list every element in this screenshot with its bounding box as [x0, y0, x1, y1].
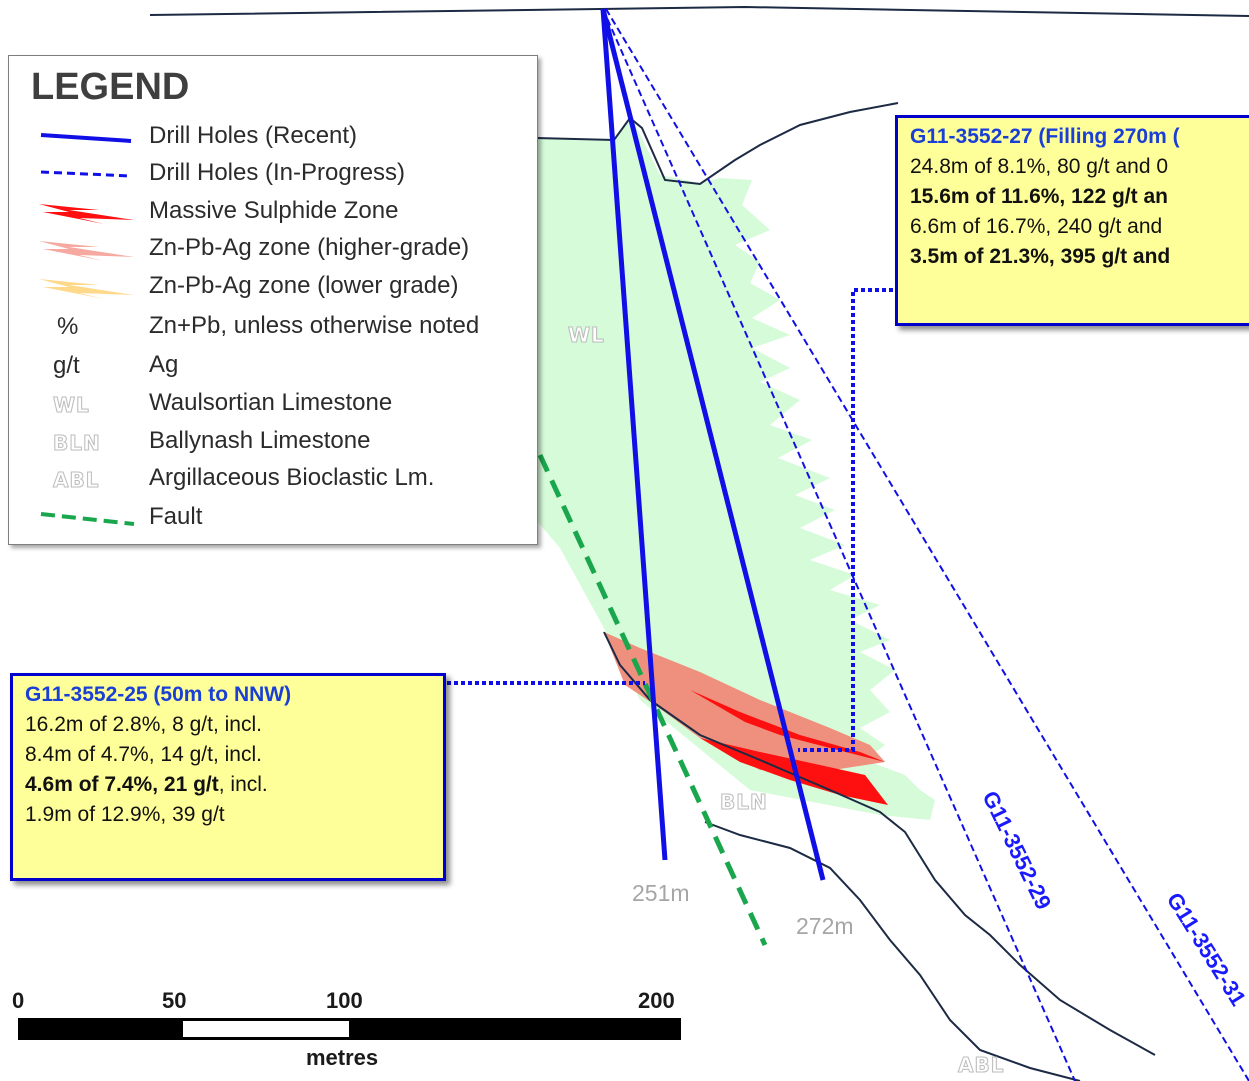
legend-item-abl: ABL Argillaceous Bioclastic Lm.: [9, 461, 537, 498]
legend-item-fault: Fault: [9, 500, 537, 537]
dashed-line-icon: [40, 170, 132, 178]
legend-title: LEGEND: [31, 66, 190, 108]
callout-text: , incl.: [218, 773, 268, 796]
drill-hole-29: [602, 8, 1076, 1081]
legend-label: Ag: [149, 351, 179, 378]
legend-label: Fault: [149, 503, 203, 530]
scale-tick-50: 50: [162, 988, 187, 1013]
drill-hole-272m: [600, 8, 826, 881]
legend-item-gt: g/t Ag: [9, 348, 537, 385]
scale-unit-label: metres: [306, 1045, 379, 1070]
callout-line: 4.6m of 7.4%, 21 g/t, incl.: [25, 770, 433, 800]
legend-label: Zn-Pb-Ag zone (lower grade): [149, 272, 459, 299]
legend-item-lower-grade: Zn-Pb-Ag zone (lower grade): [9, 269, 537, 306]
bln-lower-contact: [704, 821, 1081, 1081]
drill-hole-251m: [600, 8, 668, 861]
legend-abbrev: %: [57, 313, 79, 340]
scale-tick-0: 0: [12, 988, 25, 1013]
wl-label: WL: [568, 323, 605, 348]
scale-tick-100: 100: [326, 988, 363, 1013]
scale-tick-200: 200: [638, 988, 675, 1013]
callout-g11-3552-27: G11-3552-27 (Filling 270m ( 24.8m of 8.1…: [895, 115, 1249, 326]
legend-label: Zn+Pb, unless otherwise noted: [149, 312, 480, 339]
callout-line: 15.6m of 11.6%, 122 g/t an: [910, 185, 1168, 208]
callout-line: 8.4m of 4.7%, 14 g/t, incl.: [25, 743, 262, 766]
legend-abbrev: ABL: [53, 468, 100, 493]
bln-label: BLN: [720, 790, 768, 815]
legend-abbrev: g/t: [53, 352, 80, 379]
massive-sulphide-zone: [690, 690, 885, 762]
wl-upper-contact: [535, 102, 899, 186]
green-dashed-line-icon: [40, 512, 135, 526]
callout-line: 3.5m of 21.3%, 395 g/t and: [910, 245, 1171, 268]
legend-item-inprogress-holes: Drill Holes (In-Progress): [9, 156, 537, 193]
legend-label: Ballynash Limestone: [149, 427, 371, 454]
callout-27-leader: [798, 288, 893, 752]
legend-panel: LEGEND Drill Holes (Recent) Drill Holes …: [8, 55, 538, 545]
legend-label: Waulsortian Limestone: [149, 389, 393, 416]
callout-title: G11-3552-25 (50m to NNW): [25, 683, 292, 706]
abl-label: ABL: [957, 1053, 1005, 1078]
callout-line: 1.9m of 12.9%, 39 g/t: [25, 803, 225, 826]
legend-label: Massive Sulphide Zone: [149, 197, 399, 224]
legend-label: Drill Holes (Recent): [149, 122, 358, 149]
bln-upper-contact: [603, 631, 1156, 1056]
callout-bold-text: 4.6m of 7.4%, 21 g/t: [25, 773, 219, 796]
legend-abbrev: WL: [53, 393, 90, 418]
legend-item-percent: % Zn+Pb, unless otherwise noted: [9, 309, 537, 346]
orange-lens-icon: [39, 279, 134, 299]
wl-zone: [536, 118, 935, 820]
callout-line: 16.2m of 2.8%, 8 g/t, incl.: [25, 713, 262, 736]
legend-label: Zn-Pb-Ag zone (higher-grade): [149, 234, 470, 261]
higher-grade-zone: [604, 632, 885, 772]
callout-line: 24.8m of 8.1%, 80 g/t and 0: [910, 155, 1169, 178]
legend-label: Argillaceous Bioclastic Lm.: [149, 464, 435, 491]
legend-item-wl: WL Waulsortian Limestone: [9, 386, 537, 423]
solid-line-icon: [40, 133, 132, 143]
legend-item-bln: BLN Ballynash Limestone: [9, 424, 537, 461]
callout-title: G11-3552-27 (Filling 270m (: [910, 125, 1180, 148]
legend-item-recent-holes: Drill Holes (Recent): [9, 119, 537, 156]
callout-line: 6.6m of 16.7%, 240 g/t and: [910, 215, 1163, 238]
callout-g11-3552-25: G11-3552-25 (50m to NNW) 16.2m of 2.8%, …: [10, 673, 446, 881]
topography-line: [149, 5, 1249, 17]
legend-item-massive-sulphide: Massive Sulphide Zone: [9, 194, 537, 231]
scale-bar: [18, 1018, 681, 1040]
legend-abbrev: BLN: [53, 431, 101, 456]
depth-label-251m: 251m: [632, 880, 690, 906]
legend-label: Drill Holes (In-Progress): [149, 159, 406, 186]
legend-item-higher-grade: Zn-Pb-Ag zone (higher-grade): [9, 231, 537, 268]
pink-lens-icon: [39, 241, 134, 261]
red-lens-icon: [39, 204, 134, 224]
depth-label-272m: 272m: [796, 913, 854, 939]
